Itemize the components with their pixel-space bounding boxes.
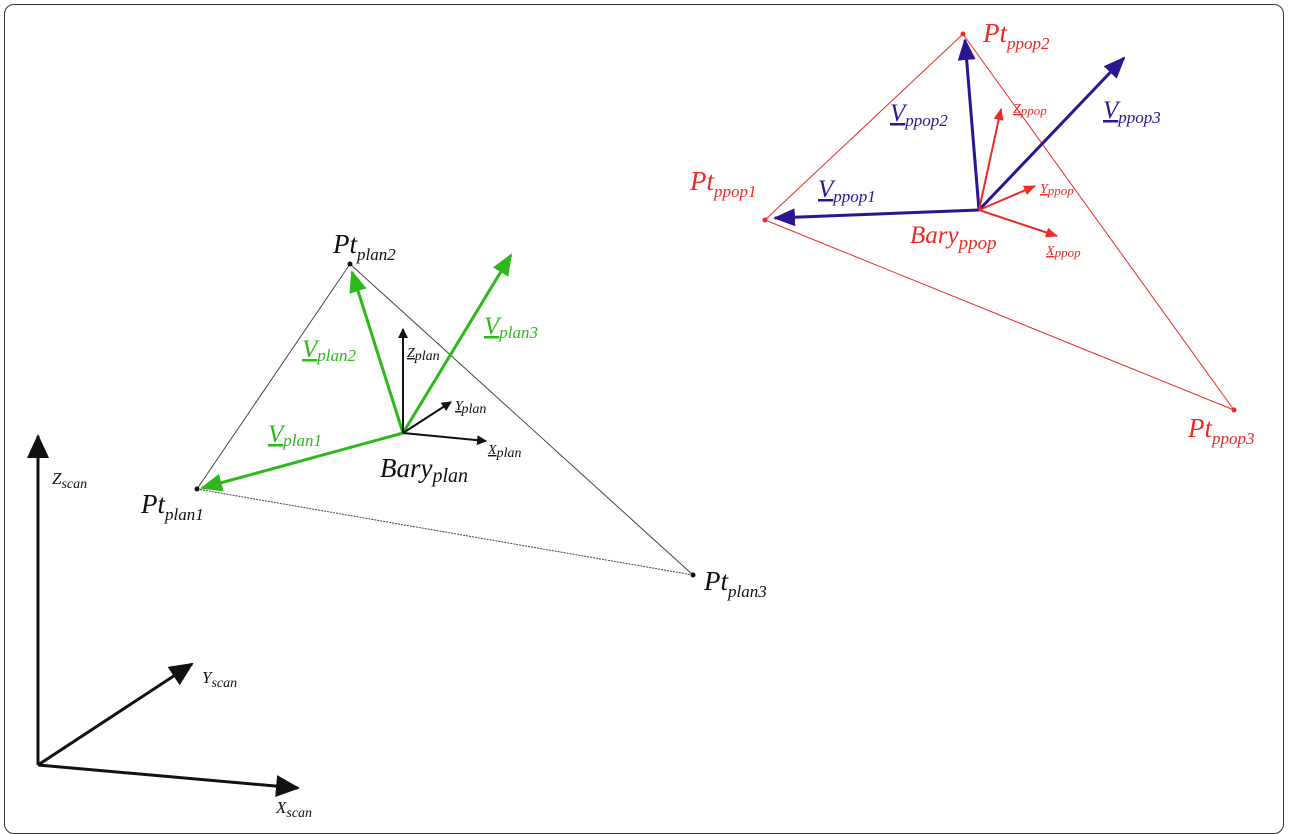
plan-pt1-label: Ptplan1	[140, 489, 204, 524]
scan-x-axis	[37, 763, 300, 798]
ppop-pt1-label: Ptppop1	[689, 166, 757, 201]
plan-group: Ptplan1 Ptplan2 Ptplan3 Baryplan Vplan1 …	[140, 229, 767, 601]
plan-edge-2-3	[349, 263, 694, 576]
ppop-edge-2-3	[962, 33, 1235, 411]
ppop-z-axis	[978, 108, 1004, 211]
ppop-edge-1-2	[764, 33, 964, 221]
ppop-v2-label: Vppop2	[890, 100, 948, 130]
scan-y-axis	[37, 662, 194, 767]
plan-z-label: Zplan	[407, 346, 440, 364]
plan-v2-label: Vplan2	[302, 336, 357, 365]
plan-v3-arrow	[401, 253, 513, 434]
plan-y-label: Yplan	[455, 399, 486, 417]
ppop-y-label: Yppop	[1040, 182, 1074, 198]
ppop-x-label: Xppop	[1045, 244, 1081, 260]
plan-edge-1-3	[196, 488, 694, 576]
ppop-v1-arrow	[773, 208, 980, 227]
scan-z-label: Zscan	[52, 469, 87, 492]
plan-x-axis	[402, 432, 487, 446]
plan-pt2-label: Ptplan2	[332, 229, 396, 264]
ppop-group: Ptppop1 Ptppop2 Ptppop3 Baryppop Vppop1 …	[689, 18, 1255, 448]
scan-axes: Zscan Yscan Xscan	[27, 434, 312, 821]
plan-x-label: Xplan	[487, 443, 521, 461]
ppop-pt3-label: Ptppop3	[1187, 413, 1255, 448]
ppop-v3-arrow	[977, 56, 1126, 212]
ppop-bary-label: Baryppop	[910, 222, 997, 254]
ppop-v1-label: Vppop1	[818, 176, 876, 206]
plan-pt3-label: Ptplan3	[703, 566, 767, 601]
ppop-z-label: Zppop	[1013, 102, 1047, 118]
plan-v3-label: Vplan3	[484, 313, 538, 342]
ppop-pt3-dot	[1231, 407, 1237, 413]
ppop-y-axis	[978, 185, 1036, 211]
ppop-pt1-dot	[762, 217, 768, 223]
plan-pt3-dot	[690, 572, 696, 578]
ppop-pt2-dot	[960, 31, 966, 37]
plan-y-axis	[402, 401, 452, 434]
ppop-x-axis	[978, 209, 1058, 238]
scan-y-label: Yscan	[202, 668, 237, 691]
ppop-pt2-label: Ptppop2	[982, 18, 1050, 53]
plan-pt2-dot	[347, 261, 353, 267]
scan-x-label: Xscan	[275, 798, 312, 821]
plan-bary-label: Baryplan	[380, 453, 468, 487]
ppop-v3-label: Vppop3	[1103, 97, 1161, 127]
ppop-v2-arrow	[957, 38, 981, 211]
plan-v1-arrow	[200, 431, 404, 492]
plan-v1-label: Vplan1	[268, 421, 322, 450]
ppop-edge-1-3	[764, 219, 1235, 411]
plan-pt1-dot	[194, 486, 200, 492]
plan-edge-1-2	[196, 263, 351, 490]
plan-v2-arrow	[349, 270, 405, 434]
